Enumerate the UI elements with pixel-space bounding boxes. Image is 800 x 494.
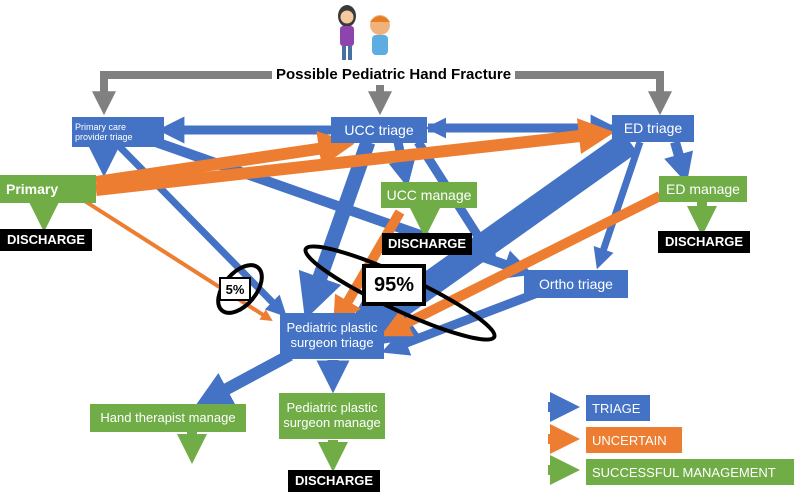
node-hand-therapist: Hand therapist manage (90, 404, 246, 432)
title-connector-arrows (92, 71, 672, 116)
boy-icon (370, 15, 390, 55)
discharge-primary: DISCHARGE (0, 229, 92, 251)
node-ortho-triage: Ortho triage (524, 270, 628, 298)
discharge-ps: DISCHARGE (288, 470, 380, 492)
node-ed-manage: ED manage (659, 176, 747, 202)
discharge-ed: DISCHARGE (658, 231, 750, 253)
discharge-ucc: DISCHARGE (382, 233, 472, 255)
node-primary: Primary (0, 175, 96, 203)
legend-arrows (548, 392, 580, 485)
node-primary-care-triage: Primary care provider triage (72, 117, 164, 147)
node-ucc-triage: UCC triage (331, 117, 427, 143)
node-ed-triage: ED triage (612, 115, 694, 142)
percent-95: 95% (362, 264, 426, 306)
legend-uncertain: UNCERTAIN (586, 427, 682, 453)
percent-5: 5% (219, 277, 251, 301)
diagram-title: Possible Pediatric Hand Fracture (272, 65, 516, 85)
node-ps-triage: Pediatric plastic surgeon triage (280, 313, 384, 359)
girl-icon (338, 5, 356, 60)
legend-triage: TRIAGE (586, 395, 650, 421)
node-ps-manage: Pediatric plastic surgeon manage (279, 393, 385, 439)
uncertain-arrows (78, 118, 663, 337)
node-ucc-manage: UCC manage (381, 182, 477, 208)
legend-successful-management: SUCCESSFUL MANAGEMENT (586, 459, 794, 485)
success-arrows (29, 200, 717, 472)
